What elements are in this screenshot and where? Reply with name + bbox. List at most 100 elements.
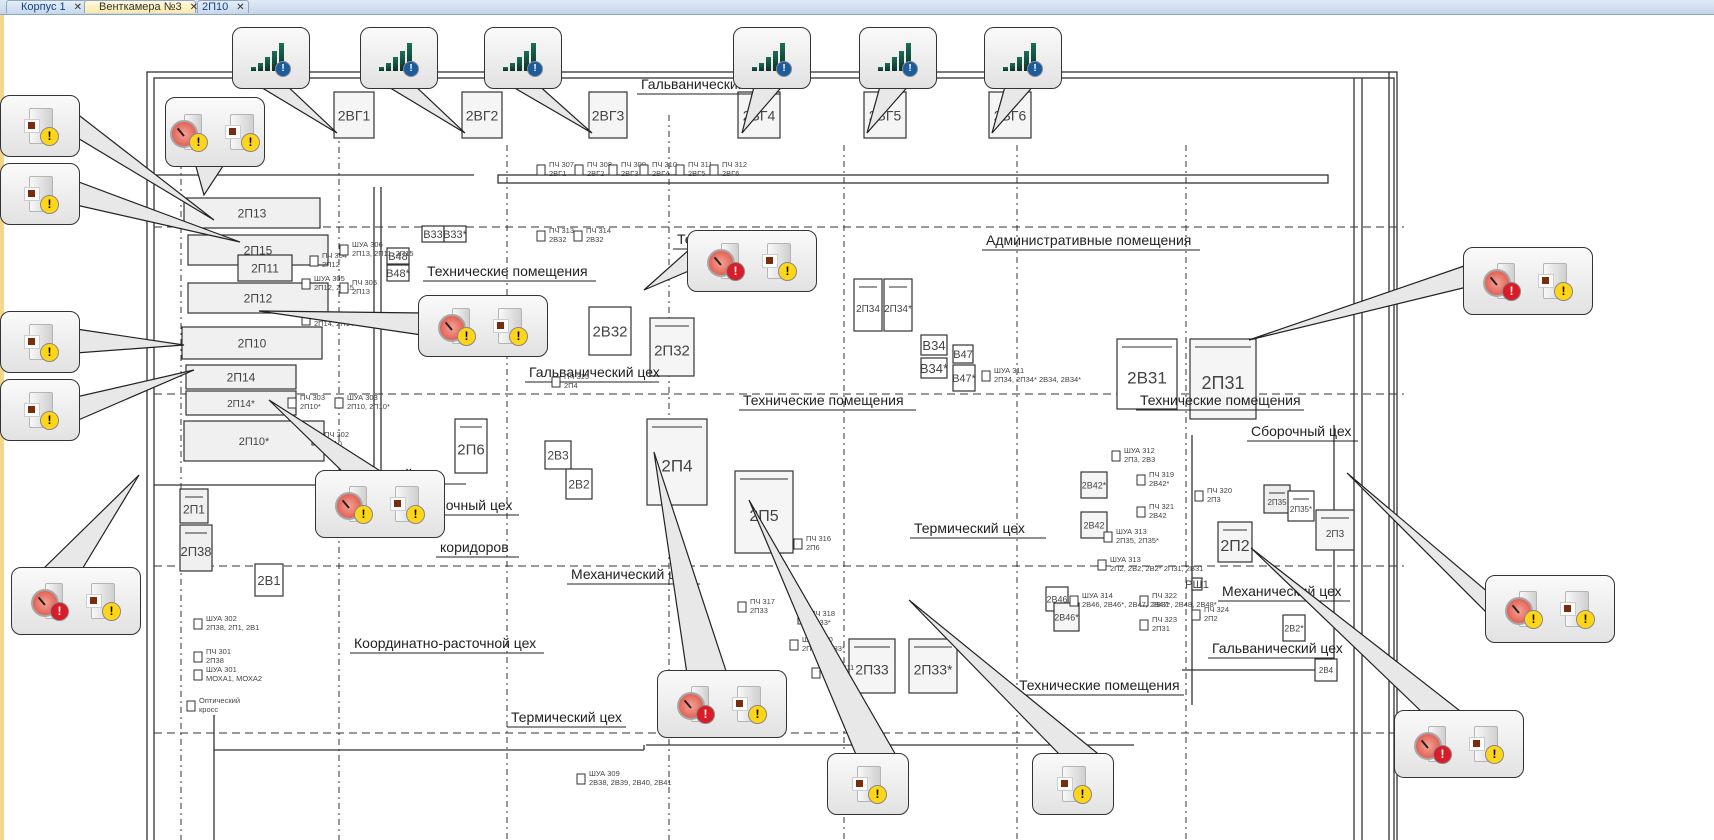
unit-РЩ1[interactable]: РЩ1 [1185, 577, 1209, 591]
device-callout-2П11[interactable]: ! [0, 163, 80, 225]
unit-2П3[interactable]: 2П3 [1315, 509, 1355, 551]
signal-callout-2ВГ4[interactable]: ! [733, 27, 811, 89]
pressure-gauge-icon[interactable]: ! [31, 581, 69, 621]
unit-2В32[interactable]: 2В32 [588, 306, 632, 356]
device-callout-2П31[interactable]: !! [1463, 247, 1593, 315]
device-callout-2П2[interactable]: !! [1394, 710, 1524, 778]
controller-device-icon[interactable]: ! [83, 581, 121, 621]
unit-В48*[interactable]: В48* [386, 264, 411, 282]
signal-callout-2ВГ3[interactable]: ! [484, 27, 562, 89]
unit-2П2[interactable]: 2П2 [1217, 521, 1253, 563]
unit-2В2*[interactable]: 2В2* [1282, 614, 1306, 642]
device-callout-2П38[interactable]: !! [11, 567, 141, 635]
pressure-gauge-icon[interactable]: ! [1505, 589, 1543, 629]
unit-label: В34 [922, 338, 945, 353]
unit-2В46*[interactable]: 2В46* [1053, 602, 1080, 632]
device-callout-2П10[interactable]: !! [418, 295, 548, 357]
unit-В33*[interactable]: В33* [443, 225, 468, 243]
unit-В33[interactable]: В33 [421, 225, 445, 243]
unit-2П11[interactable]: 2П11 [237, 254, 293, 282]
unit-2П33*[interactable]: 2П33* [908, 638, 958, 694]
controller-device-icon[interactable]: ! [1557, 589, 1595, 629]
pressure-gauge-icon[interactable]: ! [677, 684, 715, 724]
unit-2В31[interactable]: 2В31 [1116, 338, 1178, 410]
close-icon[interactable]: ✕ [73, 2, 83, 13]
pressure-gauge-icon[interactable]: ! [170, 112, 208, 152]
controller-device-icon[interactable]: ! [21, 390, 59, 430]
pressure-gauge-icon[interactable]: ! [1483, 261, 1521, 301]
device-callout-2П14*[interactable]: ! [0, 379, 80, 441]
pressure-gauge-icon[interactable]: ! [707, 241, 745, 281]
signal-callout-2ВГ5[interactable]: ! [859, 27, 937, 89]
unit-2П34[interactable]: 2П34 [853, 278, 883, 332]
controller-device-icon[interactable]: ! [729, 684, 767, 724]
unit-2ВГ2[interactable]: 2ВГ2 [461, 91, 503, 139]
controller-device-icon[interactable]: ! [21, 322, 59, 362]
unit-2П13[interactable]: 2П13 [183, 197, 321, 229]
unit-2П32[interactable]: 2П32 [649, 317, 695, 377]
pressure-gauge-icon[interactable]: ! [438, 306, 476, 346]
unit-В34*[interactable]: В34* [920, 357, 948, 379]
callout-pointer [503, 82, 593, 134]
zone-label: Технические помещения [1015, 677, 1184, 696]
device-callout-2П15[interactable]: ! [0, 95, 80, 157]
controller-device-icon[interactable]: ! [1054, 764, 1092, 804]
controller-device-icon[interactable]: ! [21, 106, 59, 146]
unit-2П35[interactable]: 2П35 [1263, 484, 1291, 514]
unit-2В42*[interactable]: 2В42* [1080, 471, 1108, 499]
unit-В48[interactable]: В48 [386, 247, 410, 265]
tab-korpus-1[interactable]: Корпус 1✕ [6, 0, 88, 13]
close-icon[interactable]: ✕ [236, 2, 245, 13]
controller-device-icon[interactable]: ! [21, 174, 59, 214]
unit-2П10[interactable]: 2П10 [181, 326, 323, 360]
device-callout-2П14[interactable]: ! [0, 311, 80, 373]
unit-В34[interactable]: В34 [920, 334, 948, 356]
tab-2p10[interactable]: 2П10✕ [197, 0, 249, 13]
unit-2ВГ3[interactable]: 2ВГ3 [588, 91, 628, 139]
unit-2П14[interactable]: 2П14 [185, 364, 297, 390]
svg-text:2П34, 2П34* 2В34, 2В34*: 2П34, 2П34* 2В34, 2В34* [994, 375, 1081, 384]
unit-2В2[interactable]: 2В2 [565, 468, 593, 500]
unit-В47*[interactable]: В47* [952, 364, 977, 392]
tab-ventkamera-3[interactable]: Венткамера №3✕ [84, 0, 199, 13]
unit-2В1[interactable]: 2В1 [254, 563, 284, 597]
device-callout-2П10*[interactable]: !! [315, 470, 445, 538]
device-callout-2П32[interactable]: !! [687, 230, 817, 292]
unit-2П31[interactable]: 2П31 [1189, 338, 1257, 420]
device-callout-2П33*[interactable]: ! [1032, 753, 1114, 815]
unit-2П5[interactable]: 2П5 [734, 470, 794, 554]
unit-2П34*[interactable]: 2П34* [883, 278, 913, 332]
unit-2П33[interactable]: 2П33 [848, 638, 896, 694]
unit-2П14*[interactable]: 2П14* [185, 390, 297, 416]
unit-В47[interactable]: В47 [952, 344, 974, 364]
device-callout-2П5[interactable]: ! [827, 753, 909, 815]
controller-device-icon[interactable]: ! [1466, 724, 1504, 764]
device-callout-2П3[interactable]: !! [1485, 575, 1615, 643]
unit-2В42[interactable]: 2В42 [1080, 511, 1108, 539]
pressure-gauge-icon[interactable]: ! [1414, 724, 1452, 764]
unit-2ВГ1[interactable]: 2ВГ1 [333, 91, 375, 139]
controller-device-icon[interactable]: ! [849, 764, 887, 804]
signal-callout-2ВГ1[interactable]: ! [232, 27, 310, 89]
controller-device-icon[interactable]: ! [1535, 261, 1573, 301]
signal-callout-2ВГ2[interactable]: ! [360, 27, 438, 89]
controller-device-icon[interactable]: ! [222, 112, 260, 152]
signal-callout-2ВГ6[interactable]: ! [984, 27, 1062, 89]
unit-2П6[interactable]: 2П6 [454, 418, 488, 474]
pressure-gauge-icon[interactable]: ! [335, 484, 373, 524]
unit-2П38[interactable]: 2П38 [179, 524, 213, 572]
unit-2П1[interactable]: 2П1 [179, 488, 209, 524]
unit-2В4[interactable]: 2В4 [1314, 658, 1338, 682]
close-icon[interactable]: ✕ [189, 2, 199, 13]
device-callout-2П13[interactable]: !! [165, 97, 265, 167]
unit-2П15[interactable]: 2П15 [187, 234, 329, 266]
unit-2П35*[interactable]: 2П35* [1287, 490, 1315, 522]
controller-device-icon[interactable]: ! [759, 241, 797, 281]
device-callout-2П4[interactable]: !! [657, 670, 787, 738]
controller-device-icon[interactable]: ! [490, 306, 528, 346]
unit-2В3[interactable]: 2В3 [544, 440, 572, 470]
controller-device-icon[interactable]: ! [387, 484, 425, 524]
